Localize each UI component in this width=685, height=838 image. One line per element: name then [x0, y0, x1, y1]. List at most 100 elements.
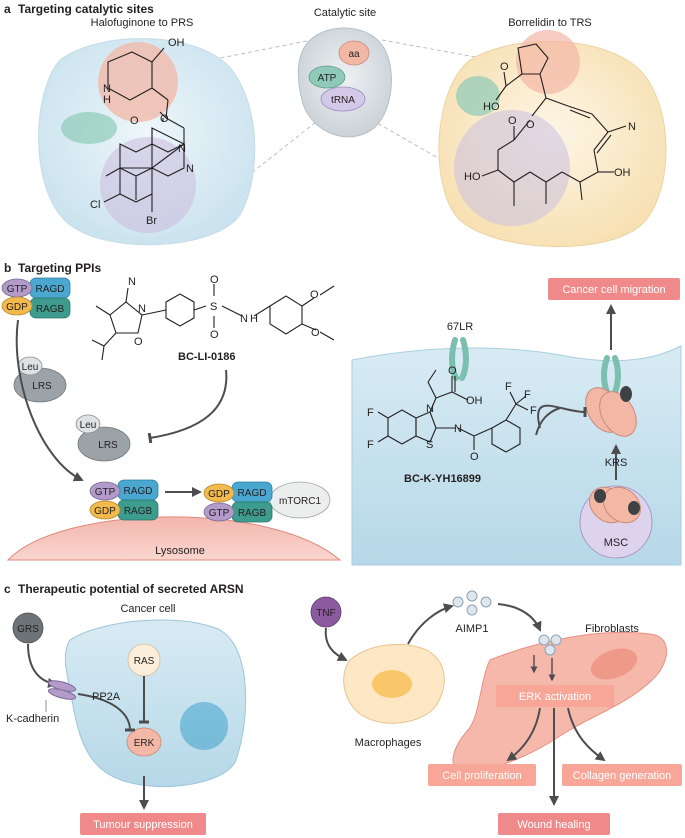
- c2-s: S: [426, 439, 433, 451]
- k-cadherin: K-cadherin: [6, 713, 59, 725]
- pp2a: PP2A: [92, 691, 121, 703]
- c2-f5: F: [505, 381, 512, 393]
- aimp1-label: AIMP1: [455, 623, 488, 635]
- leu-free: Leu: [22, 362, 39, 373]
- gdp-bound: GDP: [94, 506, 116, 517]
- collagen-generation: Collagen generation: [573, 770, 671, 782]
- erk: ERK: [134, 738, 155, 749]
- c1-o3: O: [210, 329, 219, 341]
- c2-n1: N: [426, 403, 434, 415]
- c1-n2: N: [138, 303, 146, 315]
- cell-proliferation: Cell proliferation: [442, 770, 521, 782]
- halo-o2: O: [130, 115, 139, 127]
- c2-f4: F: [530, 405, 537, 417]
- krs-label: KRS: [605, 457, 628, 469]
- c2-o1: O: [448, 365, 457, 377]
- tumour-suppression: Tumour suppression: [93, 819, 193, 831]
- halo-n: N: [103, 83, 111, 95]
- c1-o2: O: [210, 274, 219, 286]
- borr-ho2: HO: [464, 171, 481, 183]
- lrs-free: LRS: [32, 381, 52, 392]
- ragd-mtorc: RAGD: [238, 488, 267, 499]
- ragd-top: RAGD: [36, 284, 65, 295]
- borr-ho: HO: [483, 101, 500, 113]
- cancer-cell-migration: Cancer cell migration: [562, 284, 665, 296]
- rag-complex-top: RAGD RAGB GTP GDP: [1, 277, 71, 319]
- c1-n3: N: [240, 313, 248, 325]
- bc-li-0186-structure: N N O S O O N H O O BC-LI-0186: [91, 274, 335, 363]
- krs-membrane: [585, 386, 637, 437]
- halo-oh: OH: [168, 37, 185, 49]
- gtp-bound: GTP: [95, 487, 116, 498]
- cancer-cell: [64, 619, 247, 788]
- compound-bc-li-0186: BC-LI-0186: [178, 351, 235, 363]
- rag-complex-mtorc1: mTORC1 RAGD RAGB GDP GTP: [203, 481, 331, 523]
- erk-activation: ERK activation: [519, 691, 591, 703]
- c2-f3: F: [524, 389, 531, 401]
- lysosome: [6, 516, 342, 561]
- grs: GRS: [17, 624, 39, 635]
- gdp-mtorc: GDP: [208, 489, 230, 500]
- 67lr-label: 67LR: [447, 321, 473, 333]
- panel-b-letter: b: [4, 261, 11, 275]
- c1-o1: O: [134, 336, 143, 348]
- fibroblasts-label: Fibroblasts: [585, 623, 639, 635]
- borrelidin-title: Borrelidin to TRS: [508, 17, 592, 29]
- borrelidin-structure: HO O O O N OH HO: [464, 43, 636, 206]
- site-aa: aa: [348, 49, 360, 60]
- rag-complex-lrs-bound: LRS Leu RAGD RAGB GTP GDP: [75, 414, 159, 521]
- cancer-cell-label: Cancer cell: [120, 603, 175, 615]
- panel-a: a Targeting catalytic sites Halofuginone…: [4, 2, 667, 248]
- halofuginone-title: Halofuginone to PRS: [91, 17, 194, 29]
- halo-cl: Cl: [90, 199, 100, 211]
- msc-label: MSC: [604, 537, 629, 549]
- aimp1-bound: [538, 634, 562, 656]
- c1-h: H: [250, 313, 258, 325]
- panel-c-letter: c: [4, 582, 11, 596]
- halo-h: H: [103, 94, 111, 106]
- tnf: TNF: [316, 608, 335, 619]
- site-atp: ATP: [318, 73, 337, 84]
- ragb-bound: RAGB: [124, 506, 153, 517]
- panel-a-title: Targeting catalytic sites: [18, 2, 154, 16]
- 67lr-receptor: 67LR: [447, 321, 473, 381]
- halo-n2: N: [178, 143, 186, 155]
- mtorc1: mTORC1: [279, 496, 321, 507]
- borr-oh: OH: [614, 167, 631, 179]
- c1-o5: O: [311, 327, 320, 339]
- borr-o2: O: [526, 119, 535, 131]
- panel-c: c Therapeutic potential of secreted ARSN…: [4, 582, 682, 835]
- halo-o1: O: [160, 113, 169, 125]
- halofuginone-structure: OH N H O N O N Cl Br: [90, 37, 194, 227]
- wound-healing: Wound healing: [517, 819, 590, 831]
- catalytic-site-title: Catalytic site: [314, 7, 376, 19]
- aimp1-particles: [452, 590, 492, 616]
- lysosome-label: Lysosome: [155, 545, 205, 557]
- panel-b-title: Targeting PPIs: [18, 261, 101, 275]
- c2-oh: OH: [466, 395, 483, 407]
- borr-o1: O: [500, 61, 509, 73]
- borr-n: N: [628, 121, 636, 133]
- halo-br: Br: [146, 215, 157, 227]
- panel-b: b Targeting PPIs RAGD RAGB GTP GDP LRS L…: [1, 261, 682, 566]
- gtp-top: GTP: [7, 284, 28, 295]
- ras: RAS: [134, 656, 155, 667]
- compound-bc-k-yh16899: BC-K-YH16899: [404, 473, 481, 485]
- c1-o4: O: [310, 289, 319, 301]
- k-cadherin-receptor: [45, 680, 77, 712]
- macrophages-label: Macrophages: [355, 737, 422, 749]
- bc-k-yh16899-structure: F F N S O OH N O F F F BC-K-YH16899: [367, 365, 537, 485]
- panel-c-title: Therapeutic potential of secreted ARSN: [18, 582, 244, 596]
- lrs-bound: LRS: [98, 440, 118, 451]
- gtp-mtorc: GTP: [209, 508, 230, 519]
- c2-f2: F: [367, 439, 374, 451]
- c2-f1: F: [367, 407, 374, 419]
- halo-n3: N: [186, 163, 194, 175]
- panel-a-letter: a: [4, 2, 11, 16]
- ragb-mtorc: RAGB: [238, 508, 267, 519]
- c2-n2: N: [454, 423, 462, 435]
- krs-msc: [589, 486, 641, 524]
- gdp-top: GDP: [6, 302, 28, 313]
- c1-s: S: [210, 301, 217, 313]
